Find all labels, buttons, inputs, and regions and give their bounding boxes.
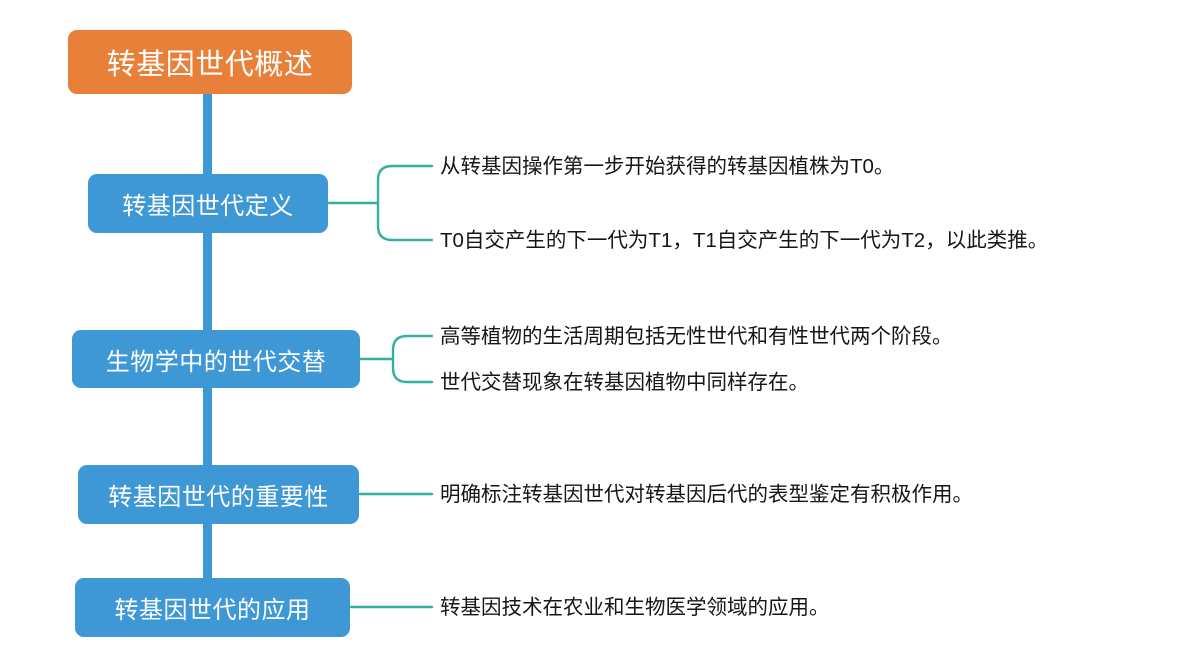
- connector-branch-2-bracket: [391, 334, 434, 384]
- node-branch-2[interactable]: 生物学中的世代交替: [72, 330, 360, 388]
- spine-segment-b3-to-b4: [203, 523, 212, 579]
- spine-segment-b2-to-b3: [203, 387, 212, 466]
- node-branch-1-label: 转基因世代定义: [122, 193, 294, 220]
- node-branch-1[interactable]: 转基因世代定义: [88, 174, 328, 233]
- leaf-3-1: 明确标注转基因世代对转基因后代的表型鉴定有积极作用。: [440, 483, 973, 506]
- connector-branch-1-bracket: [376, 164, 434, 242]
- node-branch-3[interactable]: 转基因世代的重要性: [78, 465, 359, 524]
- node-root[interactable]: 转基因世代概述: [68, 30, 352, 94]
- leaf-2-1: 高等植物的生活周期包括无性世代和有性世代两个阶段。: [440, 325, 953, 348]
- node-branch-2-label: 生物学中的世代交替: [105, 348, 327, 376]
- node-branch-4[interactable]: 转基因世代的应用: [75, 578, 350, 637]
- spine-segment-root-to-b1: [203, 93, 212, 175]
- leaf-4-1: 转基因技术在农业和生物医学领域的应用。: [440, 596, 830, 619]
- spine-segment-b1-to-b2: [203, 232, 212, 332]
- node-branch-3-label: 转基因世代的重要性: [108, 484, 329, 511]
- node-branch-4-label: 转基因世代的应用: [114, 597, 311, 624]
- leaf-1-1: 从转基因操作第一步开始获得的转基因植株为T0。: [440, 155, 895, 178]
- node-root-label: 转基因世代概述: [106, 49, 314, 81]
- leaf-1-2: T0自交产生的下一代为T1，T1自交产生的下一代为T2，以此类推。: [440, 229, 1049, 252]
- leaf-2-2: 世代交替现象在转基因植物中同样存在。: [440, 371, 809, 394]
